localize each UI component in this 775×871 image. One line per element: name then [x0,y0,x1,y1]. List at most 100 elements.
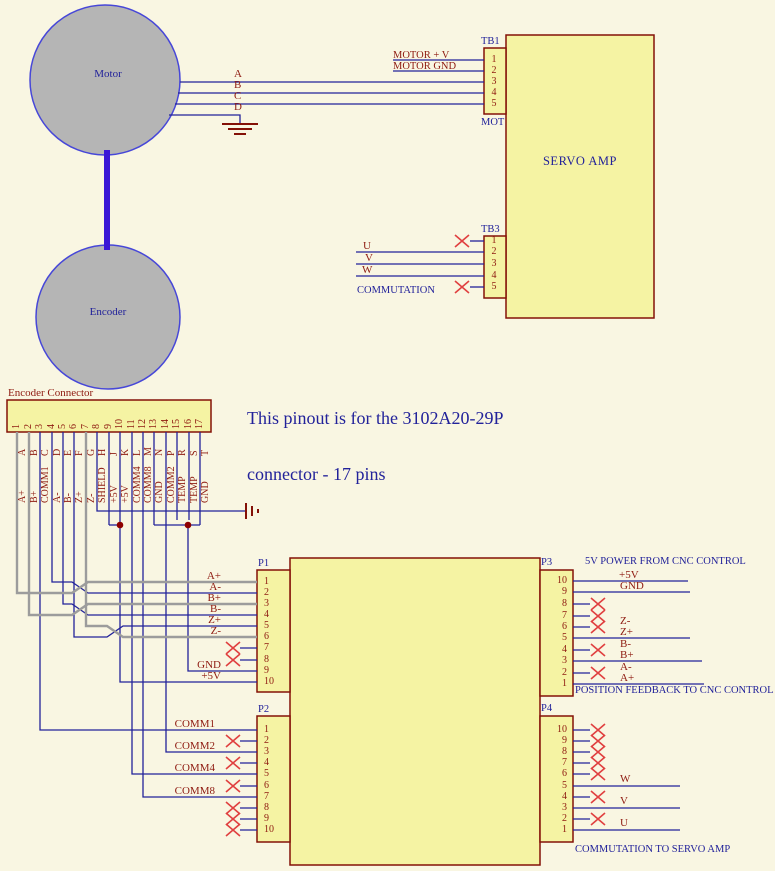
enc-pin-2-letter: B [29,449,40,456]
p4-pin-1: 1 [562,824,567,835]
p3-pin-1: 1 [562,678,567,689]
enc-pin-9-number: 9 [103,424,114,429]
p2-pin-2: 2 [264,735,269,746]
p4-pin-7: 7 [562,757,567,768]
p2-pin-1: 1 [264,724,269,735]
enc-pin-9-letter: J [109,452,120,456]
no-connect-x-icons [225,234,606,837]
p1-pin-6: 6 [264,631,269,642]
ground-symbols [222,123,259,519]
gray-wires [15,432,257,639]
note-line-1: This pinout is for the 3102A20-29P [247,408,504,428]
p1-a-minus-label: A- [209,581,221,593]
motor-lead-d-label: D [234,101,242,113]
tb1-name: TB1 [481,36,500,47]
tb3-pin-1: 1 [491,235,497,246]
p3-z-minus-label: Z- [620,615,631,627]
p4-name: P4 [541,703,553,714]
enc-pin-2-number: 2 [23,424,34,429]
enc-pin-11-letter: L [132,449,143,456]
p1-z-plus-label: Z+ [208,614,221,626]
enc-pin-3-signal: COMM1 [40,466,51,503]
tb1-box [483,47,507,115]
p3-pin-10: 10 [557,575,567,586]
enc-pin-13-number: 13 [148,419,159,429]
p3-box [539,569,574,697]
encoder-connector-title: Encoder Connector [8,387,94,399]
p3-a-minus-label: A- [620,661,632,673]
enc-pin-7-letter: G [86,448,97,456]
p4-footer: COMMUTATION TO SERVO AMP [575,844,731,855]
enc-pin-4-number: 4 [46,424,57,429]
p2-comm1-label: COMM1 [174,718,215,730]
motor-ground-icon [222,123,258,135]
servo-amp-box [505,34,655,319]
enc-pin-6-letter: F [74,450,85,456]
enc-pin-9-signal: +5V [109,485,120,503]
enc-pin-5-number: 5 [57,424,68,429]
p1-pin-7: 7 [264,642,269,653]
breakout-box [289,557,541,866]
p3-footer: POSITION FEEDBACK TO CNC CONTROL [575,685,774,696]
motor-lead-a-label: A [234,68,242,80]
enc-pin-1-letter: A [17,448,28,456]
motor-gnd-label: MOTOR GND [393,61,457,72]
enc-pin-12-number: 12 [137,419,148,429]
p3-pin-9: 9 [562,586,567,597]
enc-pin-10-letter: K [120,448,131,456]
p2-pin-7: 7 [264,791,269,802]
p1-box [256,569,291,693]
tb1-pin-2: 2 [491,65,497,76]
enc-pin-3-letter: C [40,449,51,456]
p3-z-plus-label: Z+ [620,626,633,638]
enc-pin-10-number: 10 [114,419,125,429]
enc-pin-11-signal: COMM4 [132,466,143,503]
enc-pin-15-signal: TEMP [177,476,188,503]
tb3-w-label: W [362,264,373,276]
shield-ground-icon [245,503,259,519]
p4-pin-9: 9 [562,735,567,746]
motor-encoder-shapes [29,4,181,390]
tb1-clipped-motor-label: MOT [481,117,505,128]
p4-pin-2: 2 [562,813,567,824]
p1-pin-1: 1 [264,576,269,587]
p3-pin-6: 6 [562,621,567,632]
enc-pin-14-signal: COMM2 [166,466,177,503]
enc-pin-14-number: 14 [160,419,171,429]
p3-gnd-label: GND [620,580,644,592]
p2-pin-8: 8 [264,802,269,813]
p4-w-label: W [620,773,631,785]
p3-pin-7: 7 [562,610,567,621]
p2-name: P2 [258,704,270,715]
tb3-pin-4: 4 [491,270,497,281]
p2-comm4-label: COMM4 [174,762,215,774]
p1-pin-4: 4 [264,609,269,620]
tb1-pin-5: 5 [491,98,497,109]
p1-pin-5: 5 [264,620,269,631]
p4-pin-5: 5 [562,780,567,791]
enc-pin-11-number: 11 [126,419,137,429]
servo-amp-label: SERVO AMP [542,154,617,168]
p3-pin-5: 5 [562,632,567,643]
tb3-box [483,235,507,299]
enc-pin-16-signal: TEMP [189,476,200,503]
motor-lead-c-label: C [234,90,242,102]
component-boxes [6,34,655,866]
enc-pin-2-signal: B+ [29,490,40,503]
p2-pin-9: 9 [264,813,269,824]
p1-pin-3: 3 [264,598,269,609]
p4-pin-10: 10 [557,724,567,735]
enc-pin-12-letter: M [143,447,154,456]
p2-comm8-label: COMM8 [174,785,215,797]
p3-name: P3 [541,557,553,568]
p3-pin-4: 4 [562,644,567,655]
enc-pin-17-signal: GND [200,481,211,503]
enc-pin-8-signal: SHIELD [97,467,108,503]
motor-label: Motor [94,68,122,80]
p1-name: P1 [258,558,270,569]
enc-pin-16-number: 16 [183,419,194,429]
motor-plus-v-label: MOTOR + V [393,50,450,61]
p1-gnd-label: GND [197,659,221,671]
